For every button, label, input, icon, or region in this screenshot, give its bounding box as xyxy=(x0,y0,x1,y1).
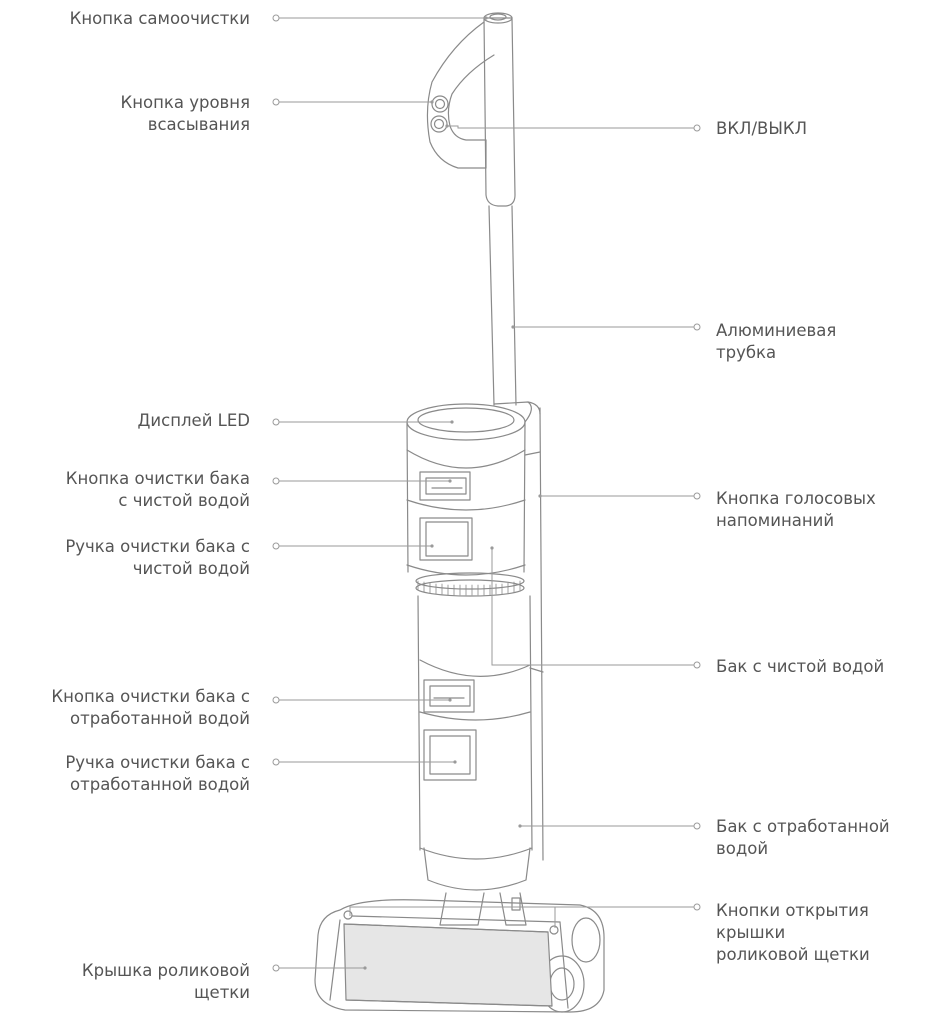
suction-level-button-shape xyxy=(432,96,448,112)
clean-tank-release-button-shape xyxy=(420,472,470,500)
filter-ring xyxy=(416,573,524,596)
power-button-shape xyxy=(431,116,447,132)
clean-tank-handle-shape xyxy=(420,518,472,560)
roller-brush-cover-shape xyxy=(344,924,552,1006)
dirty-tank-release-button-shape xyxy=(424,680,474,712)
dirty-tank-handle-shape xyxy=(424,730,476,780)
handle xyxy=(427,13,515,206)
aluminum-tube xyxy=(489,206,516,405)
dirty-water-tank-body xyxy=(418,596,543,890)
top-head xyxy=(407,402,543,860)
